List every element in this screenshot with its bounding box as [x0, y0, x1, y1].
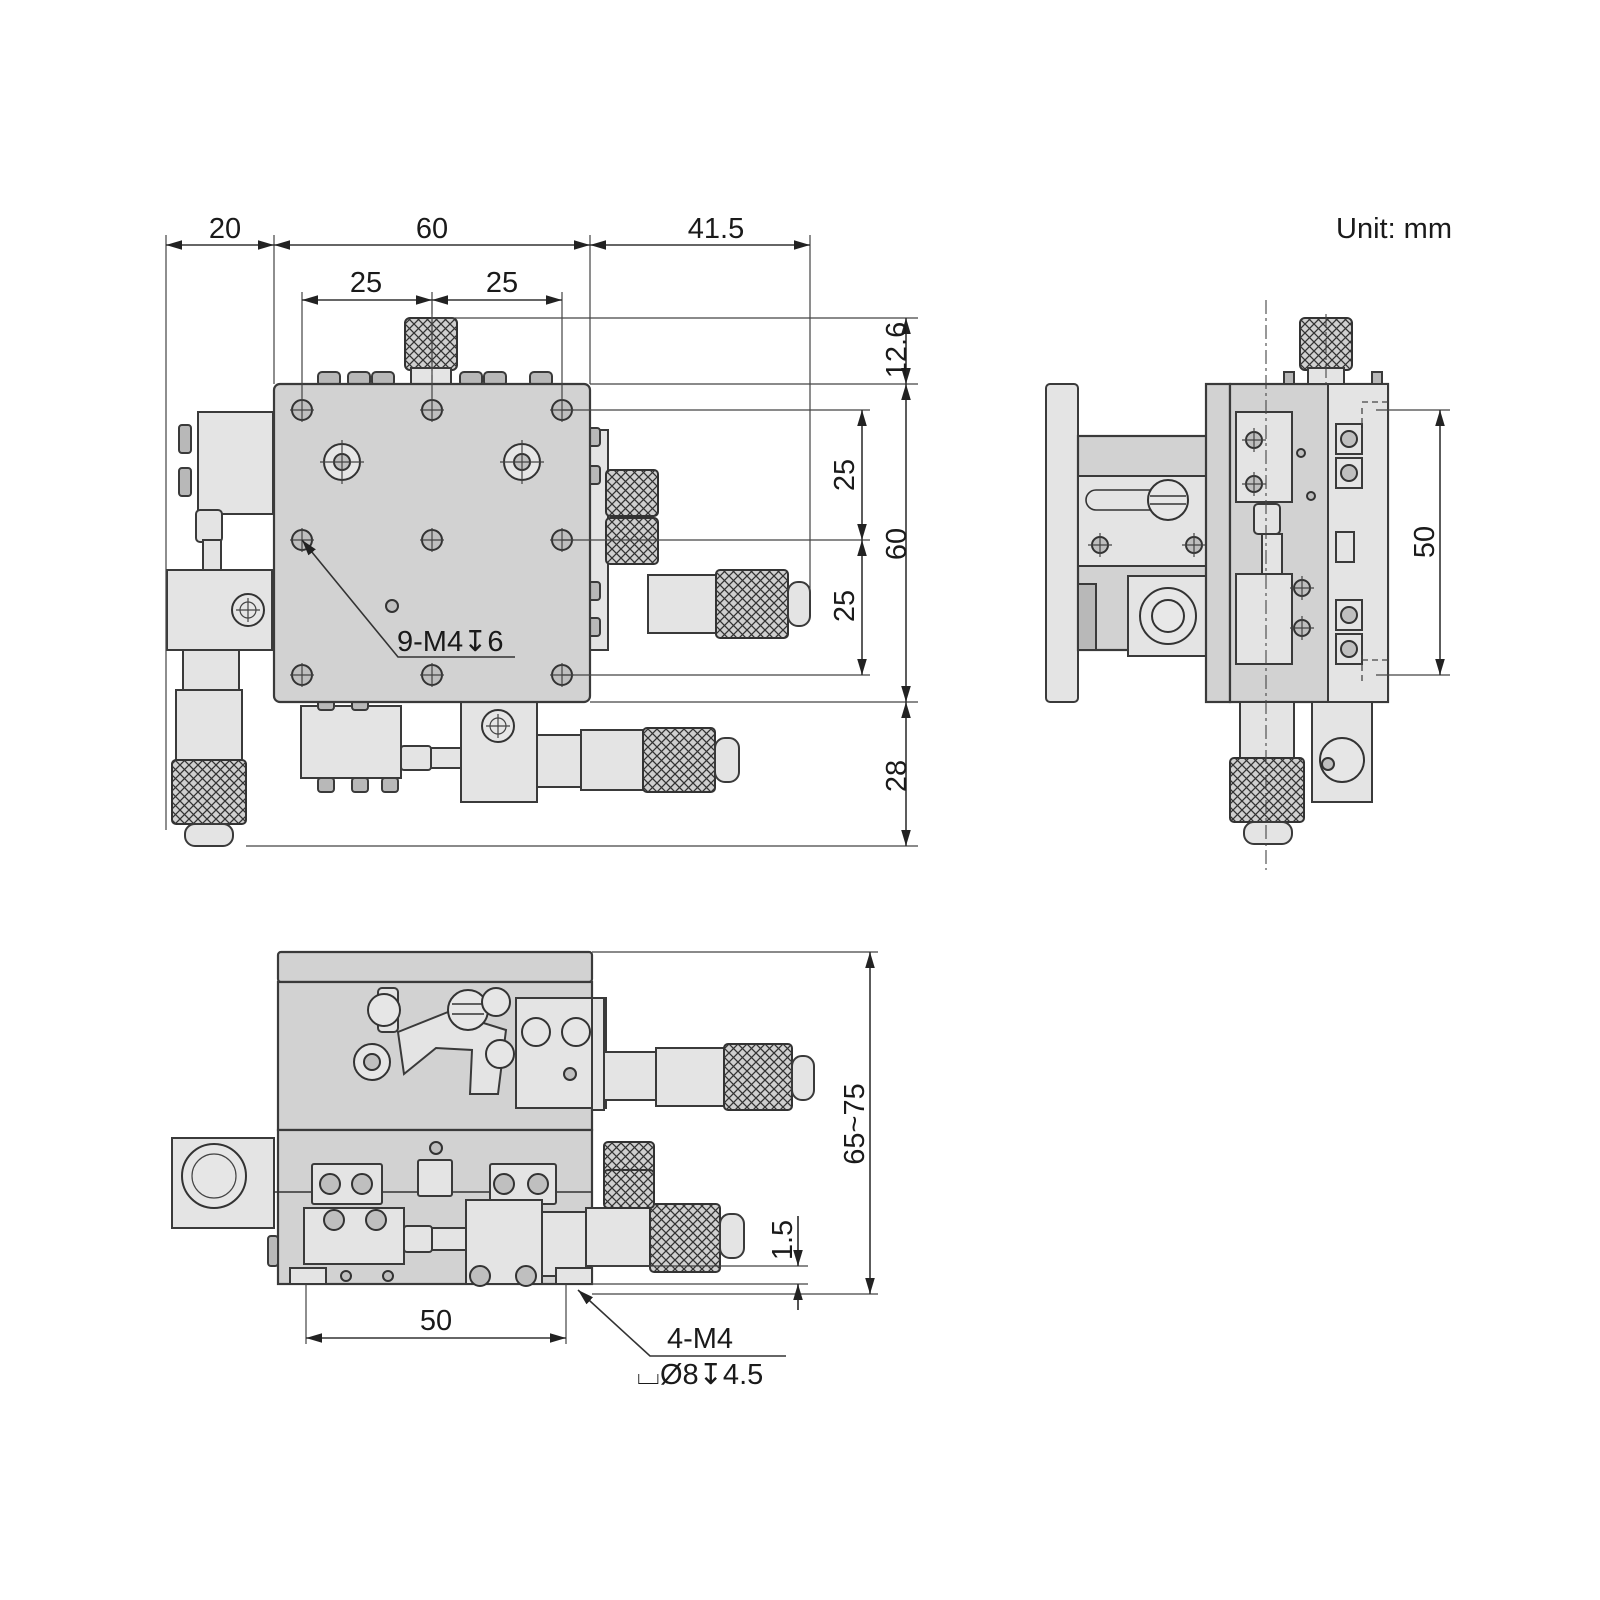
dim-25-left: 25 [350, 267, 382, 299]
dim-25-right: 25 [486, 267, 518, 299]
dim-25-upper: 25 [829, 459, 861, 491]
dim-side-50: 50 [1409, 526, 1441, 558]
hole-callout-front-2: ⌴Ø8↧4.5 [637, 1359, 764, 1391]
hole-callout-top: 9-M4↧6 [397, 626, 504, 658]
right-micrometer [585, 427, 811, 651]
dim-front-65-75: 65~75 [839, 1083, 871, 1164]
dim-20: 20 [209, 213, 241, 245]
dim-60-width: 60 [416, 213, 448, 245]
hole-callout-front-1: 4-M4 [667, 1323, 733, 1355]
dim-60-height: 60 [881, 528, 913, 560]
top-knob [317, 317, 553, 387]
top-view-dimensions [165, 235, 918, 847]
unit-label: Unit: mm [1336, 213, 1452, 245]
front-view: 65~75 1.5 50 4-M4 ⌴Ø8↧4.5 [171, 950, 878, 1391]
dim-25-lower: 25 [829, 590, 861, 622]
dim-28: 28 [881, 760, 913, 792]
dim-12-6: 12.6 [881, 322, 913, 378]
side-view: 50 [1045, 300, 1450, 870]
y-micrometer-assembly [166, 411, 274, 847]
x-micrometer-assembly [300, 699, 740, 803]
dim-41-5: 41.5 [688, 213, 744, 245]
dim-front-1-5: 1.5 [767, 1220, 799, 1260]
top-view: 9-M4↧6 20 60 41.5 25 25 12.6 25 25 60 28 [165, 213, 918, 847]
dim-front-50: 50 [420, 1305, 452, 1337]
